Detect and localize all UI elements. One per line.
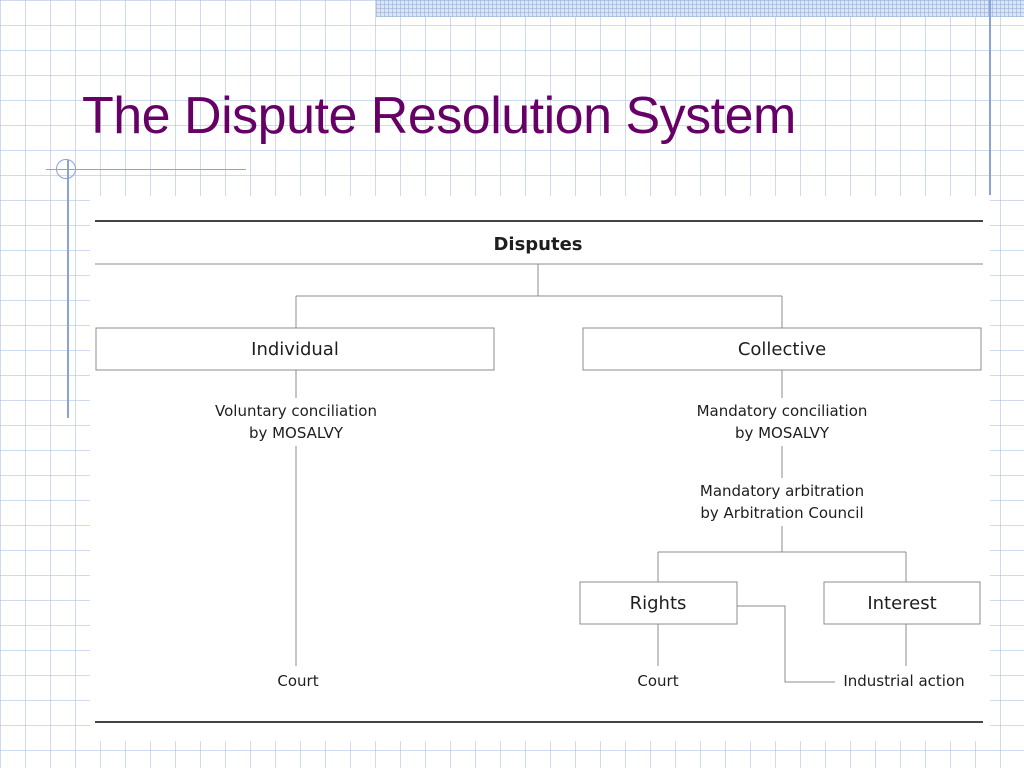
dispute-flowchart: Disputes Individual Collective Voluntary… [90, 196, 990, 741]
collective-box [582, 327, 982, 371]
interest-label: Interest [867, 593, 936, 614]
slide-title: The Dispute Resolution System [82, 87, 796, 145]
interest-box [823, 581, 981, 625]
connectors [295, 264, 907, 683]
individual-box [95, 327, 495, 371]
title-underline-accent [46, 169, 246, 170]
collective-label: Collective [738, 339, 826, 360]
root-label: Disputes [493, 234, 582, 255]
top-decorative-band [376, 0, 1024, 17]
rights-court-label: Court [637, 672, 678, 690]
rights-box [579, 581, 738, 625]
individual-label: Individual [251, 339, 339, 360]
voluntary-conciliation-line2: by MOSALVY [249, 424, 344, 442]
left-accent-line [67, 160, 69, 418]
right-accent-line [989, 0, 991, 195]
individual-court-label: Court [277, 672, 318, 690]
title-accent-circle [56, 159, 76, 179]
rights-to-industrial-action-connector [737, 605, 835, 683]
mandatory-conciliation-line1: Mandatory conciliation [697, 402, 868, 420]
rights-label: Rights [630, 593, 687, 614]
voluntary-conciliation-line1: Voluntary conciliation [215, 402, 377, 420]
mandatory-conciliation-line2: by MOSALVY [735, 424, 830, 442]
mandatory-arbitration-line1: Mandatory arbitration [700, 482, 864, 500]
mandatory-arbitration-line2: by Arbitration Council [700, 504, 863, 522]
industrial-action-label: Industrial action [843, 672, 964, 690]
